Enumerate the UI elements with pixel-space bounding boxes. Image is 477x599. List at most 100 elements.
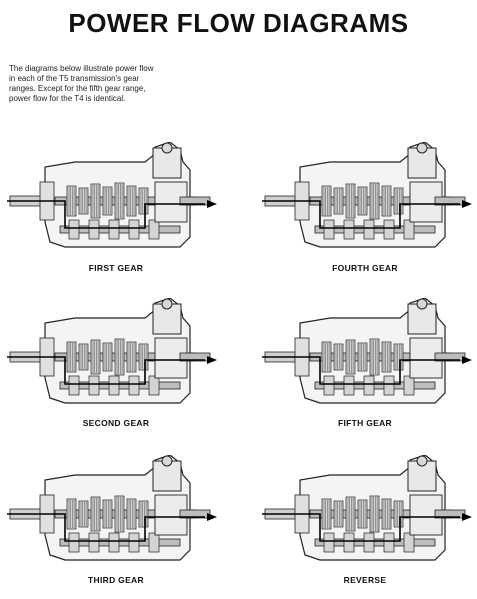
output-shaft xyxy=(179,196,211,206)
power-flow-arrow xyxy=(462,356,472,364)
countershaft xyxy=(314,225,436,234)
main-shaft-gear xyxy=(78,500,89,528)
power-flow-arrow xyxy=(207,200,217,208)
main-shaft-gear xyxy=(126,185,137,217)
countershaft-gear xyxy=(343,219,355,240)
caption-third-gear: THIRD GEAR xyxy=(88,575,144,585)
diagram-third-gear xyxy=(5,455,225,585)
main-shaft-gear xyxy=(381,185,392,217)
main-shaft-gear xyxy=(393,500,404,528)
intro-line: The diagrams below illustrate power flow xyxy=(9,64,154,73)
main-shaft-gear xyxy=(102,186,113,216)
main-shaft-gear xyxy=(90,496,101,532)
countershaft xyxy=(314,381,436,390)
main-shaft-gear xyxy=(321,498,332,530)
countershaft-gear xyxy=(68,532,80,553)
power-flow-path xyxy=(7,200,205,229)
countershaft-gear xyxy=(88,532,100,553)
output-shaft xyxy=(179,509,211,519)
power-flow-arrow xyxy=(207,356,217,364)
power-flow-arrow xyxy=(462,200,472,208)
main-shaft-gear xyxy=(90,183,101,219)
main-shaft-gear xyxy=(138,343,149,371)
main-shaft-gear xyxy=(114,338,125,376)
main-shaft-gear xyxy=(102,342,113,372)
transmission-cutaway-first-gear xyxy=(7,142,217,248)
shifter-cap xyxy=(416,455,428,467)
countershaft-gear xyxy=(108,219,120,240)
main-shaft-gear xyxy=(90,339,101,375)
main-shaft-gear xyxy=(126,341,137,373)
countershaft-gear xyxy=(383,219,395,240)
countershaft-gear xyxy=(148,375,160,396)
main-shaft-gear xyxy=(369,182,380,220)
main-shaft-gear xyxy=(114,182,125,220)
rear-housing xyxy=(154,494,188,536)
power-flow-path xyxy=(7,356,205,385)
transmission-cutaway-fifth-gear xyxy=(262,298,472,404)
shifter-cap xyxy=(161,142,173,154)
main-shaft-gear xyxy=(369,495,380,533)
countershaft-gear xyxy=(403,532,415,553)
main-shaft-gear xyxy=(357,499,368,529)
power-flow-arrow xyxy=(462,513,472,521)
transmission-cutaway-second-gear xyxy=(7,298,217,404)
diagram-fourth-gear xyxy=(260,142,477,272)
caption-fourth-gear: FOURTH GEAR xyxy=(332,263,398,273)
power-flow-path xyxy=(262,356,460,385)
main-shaft-gear xyxy=(357,342,368,372)
main-shaft-gear xyxy=(357,186,368,216)
main-shaft-gear xyxy=(345,183,356,219)
countershaft-gear xyxy=(343,375,355,396)
main-shaft-gear xyxy=(345,496,356,532)
power-flow-path xyxy=(262,200,460,229)
diagram-fifth-gear xyxy=(260,298,477,428)
transmission-cutaway-fourth-gear xyxy=(262,142,472,248)
main-shaft-gear xyxy=(66,185,77,217)
transmission-cutaway-third-gear xyxy=(7,455,217,561)
countershaft-gear xyxy=(108,375,120,396)
page-title: POWER FLOW DIAGRAMS xyxy=(68,8,409,38)
output-shaft xyxy=(434,352,466,362)
diagram-reverse xyxy=(260,455,477,585)
main-shaft-gear xyxy=(381,341,392,373)
main-shaft-gear xyxy=(138,187,149,215)
countershaft-gear xyxy=(148,219,160,240)
main-shaft-gear xyxy=(66,498,77,530)
main-shaft-gear xyxy=(393,187,404,215)
shifter-cap xyxy=(161,298,173,310)
power-flow-path xyxy=(7,513,205,542)
countershaft xyxy=(59,381,181,390)
countershaft-gear xyxy=(88,219,100,240)
transmission-cutaway-reverse xyxy=(262,455,472,561)
countershaft-gear xyxy=(128,375,140,396)
main-shaft-gear xyxy=(369,338,380,376)
shifter-cap xyxy=(161,455,173,467)
power-flow-path xyxy=(262,513,460,542)
countershaft xyxy=(314,538,436,547)
countershaft-gear xyxy=(323,219,335,240)
main-shaft-gear xyxy=(345,339,356,375)
intro-paragraph: The diagrams below illustrate power flow… xyxy=(9,64,199,104)
main-shaft-gear xyxy=(78,187,89,215)
main-shaft-gear xyxy=(333,500,344,528)
caption-first-gear: FIRST GEAR xyxy=(88,263,144,273)
countershaft-gear xyxy=(403,375,415,396)
countershaft-gear xyxy=(323,532,335,553)
countershaft-gear xyxy=(108,532,120,553)
main-shaft-gear xyxy=(381,498,392,530)
main-shaft-gear xyxy=(114,495,125,533)
output-shaft xyxy=(434,196,466,206)
main-shaft-gear xyxy=(333,187,344,215)
main-shaft-gear xyxy=(393,343,404,371)
countershaft-gear xyxy=(403,219,415,240)
diagram-first-gear xyxy=(5,142,225,272)
main-shaft-gear xyxy=(102,499,113,529)
main-shaft-gear xyxy=(66,341,77,373)
main-shaft-gear xyxy=(333,343,344,371)
intro-line: power flow for the T4 is identical. xyxy=(9,94,126,103)
diagram-second-gear xyxy=(5,298,225,428)
countershaft-gear xyxy=(363,219,375,240)
intro-line: ranges. Except for the fifth gear range, xyxy=(9,84,146,93)
main-shaft-gear xyxy=(321,341,332,373)
